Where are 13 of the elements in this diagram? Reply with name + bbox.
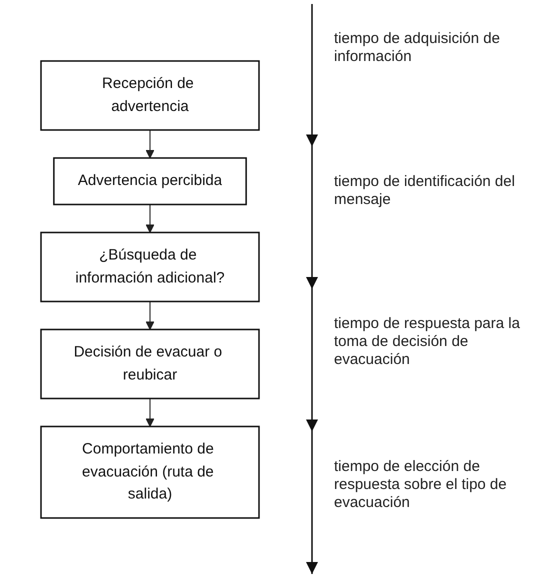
node-box: ¿Búsqueda de información adicional? xyxy=(40,231,260,302)
arrow xyxy=(146,300,154,330)
node-box: Decisión de evacuar o reubicar xyxy=(40,328,260,399)
node-box: Advertencia percibida xyxy=(53,156,247,205)
node-box: Comportamiento de evacuación (ruta de salida) xyxy=(40,425,260,518)
time-label: tiempo de identificación del mensaje xyxy=(334,172,516,208)
arrow xyxy=(146,204,154,232)
arrow xyxy=(146,398,154,426)
time-label: tiempo de adquisición de información xyxy=(334,30,501,66)
time-label: tiempo de respuesta para la toma de decisión de evacuación xyxy=(334,315,521,369)
time-label: tiempo de elección de respuesta sobre el tipo de evacuación xyxy=(334,458,508,512)
arrow xyxy=(146,129,154,158)
node-box: Recepción de advertencia xyxy=(40,60,260,130)
